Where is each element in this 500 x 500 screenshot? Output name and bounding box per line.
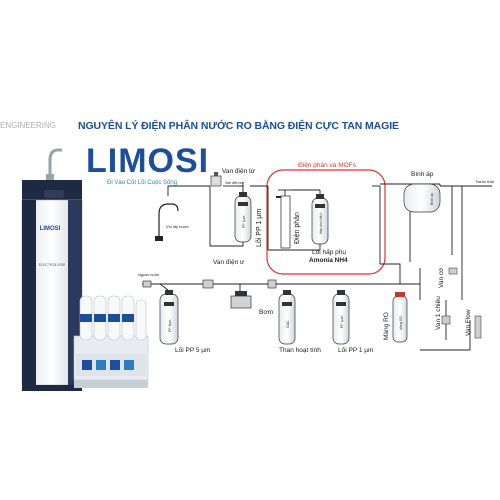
faucet-icon [158, 203, 179, 236]
brand-tagline: Đi Vào Cốt Lõi Cuộc Sống [107, 180, 178, 186]
binh-ap-label: Bình áp [411, 171, 434, 178]
watermark-text: ENGINEERING [0, 121, 57, 130]
brand-logo: LIMOSI [86, 142, 210, 180]
pump-icon [230, 291, 252, 309]
cabinet-model-label: ELECTROLYSIS [39, 263, 66, 267]
van-flow-icon [474, 315, 482, 339]
nuoc-thai-label: Nước thải [476, 179, 494, 184]
solenoid-valve-top-icon [210, 172, 222, 187]
van-flow-label: Van Flow [465, 309, 472, 336]
diagram-title: NGUYÊN LÝ ĐIỆN PHÂN NƯỚC RO BẰNG ĐIỆN CỰ… [78, 120, 399, 132]
van-dien-tu-label: Van điện từ [222, 168, 256, 175]
voi-lay-nuoc-label: Vòi lấy nước [166, 224, 189, 229]
electrolysis-mofs-label: Điện phân và MOFs [298, 162, 357, 169]
svg-text:Hấp phụ NH4+: Hấp phụ NH4+ [319, 212, 323, 234]
ro-membrane: Màng RO [392, 292, 408, 343]
svg-text:PP 5µm: PP 5µm [168, 319, 172, 332]
svg-text:PP 1µm: PP 1µm [242, 215, 246, 228]
pp-5um-cartridge: PP 5µm [159, 290, 179, 345]
bottom-line-fittings [142, 279, 277, 289]
svg-text:Màng RO: Màng RO [399, 315, 403, 330]
loi-pp-1um-bottom-label: Lõi PP 1 µm [338, 347, 373, 354]
filter-unit-image [73, 295, 149, 388]
dien-phan-label: Điện phân [294, 212, 301, 244]
van-1-chieu-label: Van 1 chiều [433, 296, 442, 330]
pp-1um-bottom-cartridge: PP 1µm [332, 290, 350, 345]
amonia-label: Amonia NH4 [309, 257, 348, 264]
nh4-adsorption-cartridge: Hấp phụ NH4+ [311, 194, 329, 245]
gac-cartridge: GAC [278, 290, 296, 345]
van-co-label: Van cơ [438, 267, 445, 288]
van-co-icon [448, 267, 458, 275]
nguon-nuoc-label: Nguồn nước [138, 273, 159, 277]
electrolysis-cell [276, 195, 291, 249]
van-dien-tu-small-label: Van điện từ [225, 181, 244, 185]
loi-pp-5um-label: Lõi PP 5 µm [175, 347, 210, 354]
svg-text:PP 1µm: PP 1µm [340, 315, 344, 328]
loi-hap-phu-label: Lõi hấp phụ [312, 247, 346, 256]
faucet-base-icon [155, 236, 163, 241]
loi-pp-1um-top-label: Lõi PP 1 µm [256, 209, 263, 247]
purifier-cabinet-image: LIMOSI ELECTROLYSIS [21, 148, 83, 391]
pp-1um-top-cartridge: PP 1µm [234, 192, 252, 243]
electrolysis-mofs-box [266, 169, 386, 275]
van-dien-u-label: Van điện ư [213, 259, 245, 266]
than-hoat-tinh-label: Than hoạt tính [279, 347, 321, 354]
bom-label: Bơm [259, 309, 273, 316]
svg-text:Bình áp: Bình áp [430, 193, 434, 205]
pipework-bottom [142, 263, 471, 351]
pressure-tank: Bình áp [403, 183, 441, 213]
van-1-chieu-icon [441, 315, 451, 325]
svg-text:GAC: GAC [286, 320, 290, 328]
mang-ro-label: Màng RO [383, 312, 390, 340]
cabinet-brand-label: LIMOSI [40, 226, 61, 232]
pipework-top [167, 182, 492, 300]
